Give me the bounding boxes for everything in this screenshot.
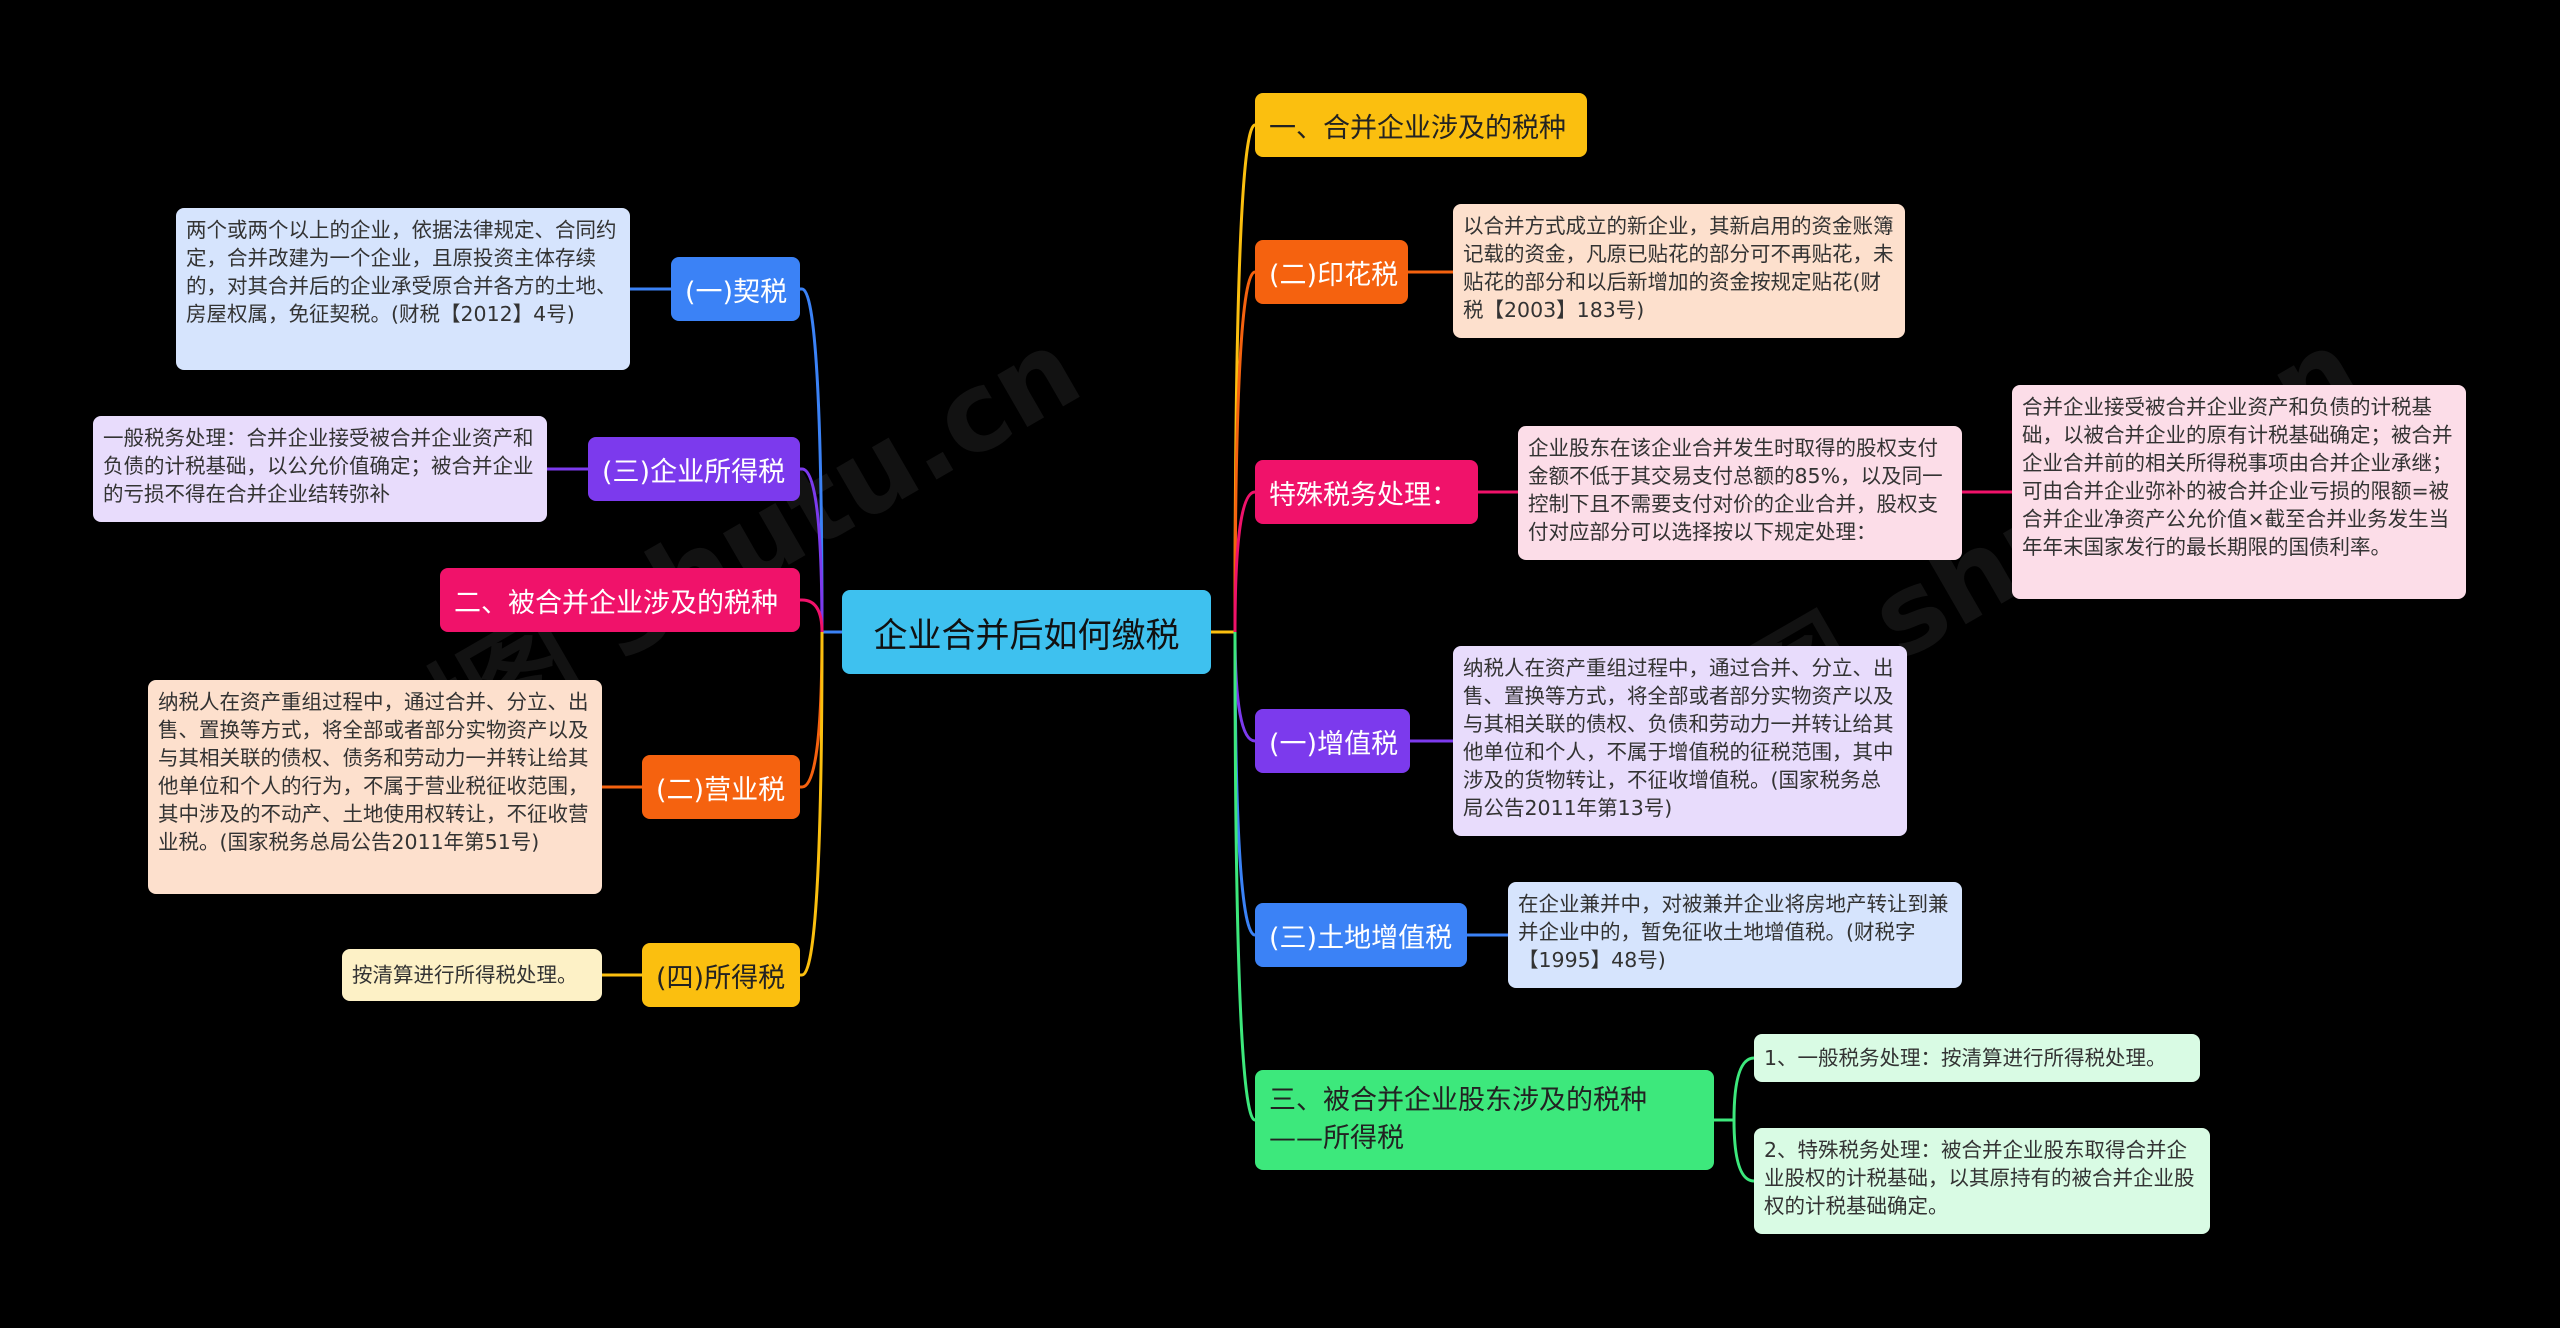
suodeshui-desc[interactable]: 按清算进行所得税处理。: [342, 949, 602, 1001]
qishui-node[interactable]: (一)契税: [671, 257, 800, 321]
suodeshui-node[interactable]: (四)所得税: [642, 943, 800, 1007]
section3-item1[interactable]: 1、一般税务处理：按清算进行所得税处理。: [1754, 1034, 2200, 1082]
qishui-desc[interactable]: 两个或两个以上的企业，依据法律规定、合同约定，合并改建为一个企业，且原投资主体存…: [176, 208, 630, 370]
qiyesuodeshui-desc[interactable]: 一般税务处理：合并企业接受被合并企业资产和负债的计税基础，以公允价值确定；被合并…: [93, 416, 547, 522]
section2-node[interactable]: 二、被合并企业涉及的税种: [440, 568, 800, 632]
yinhuashui-desc[interactable]: 以合并方式成立的新企业，其新启用的资金账簿记载的资金，凡原已贴花的部分可不再贴花…: [1453, 204, 1905, 338]
yinhuashui-node[interactable]: (二)印花税: [1255, 240, 1408, 304]
section3-node[interactable]: 三、被合并企业股东涉及的税种——所得税: [1255, 1070, 1714, 1170]
qiyesuodeshui-node[interactable]: (三)企业所得税: [588, 437, 800, 501]
zengzhishui-desc[interactable]: 纳税人在资产重组过程中，通过合并、分立、出售、置换等方式，将全部或者部分实物资产…: [1453, 646, 1907, 836]
section3-item2[interactable]: 2、特殊税务处理：被合并企业股东取得合并企业股权的计税基础，以其原持有的被合并企…: [1754, 1128, 2210, 1234]
special-desc[interactable]: 企业股东在该企业合并发生时取得的股权支付金额不低于其交易支付总额的85%，以及同…: [1518, 426, 1962, 560]
special-desc2[interactable]: 合并企业接受被合并企业资产和负债的计税基础，以被合并企业的原有计税基础确定；被合…: [2012, 385, 2466, 599]
zengzhishui-node[interactable]: (一)增值税: [1255, 709, 1410, 773]
special-node[interactable]: 特殊税务处理：: [1255, 460, 1478, 524]
section1-node[interactable]: 一、合并企业涉及的税种: [1255, 93, 1587, 157]
yingyeshui-desc[interactable]: 纳税人在资产重组过程中，通过合并、分立、出售、置换等方式，将全部或者部分实物资产…: [148, 680, 602, 894]
tudi-desc[interactable]: 在企业兼并中，对被兼并企业将房地产转让到兼并企业中的，暂免征收土地增值税。(财税…: [1508, 882, 1962, 988]
yingyeshui-node[interactable]: (二)营业税: [642, 755, 800, 819]
tudi-node[interactable]: (三)土地增值税: [1255, 903, 1467, 967]
root-topic[interactable]: 企业合并后如何缴税: [842, 590, 1211, 674]
